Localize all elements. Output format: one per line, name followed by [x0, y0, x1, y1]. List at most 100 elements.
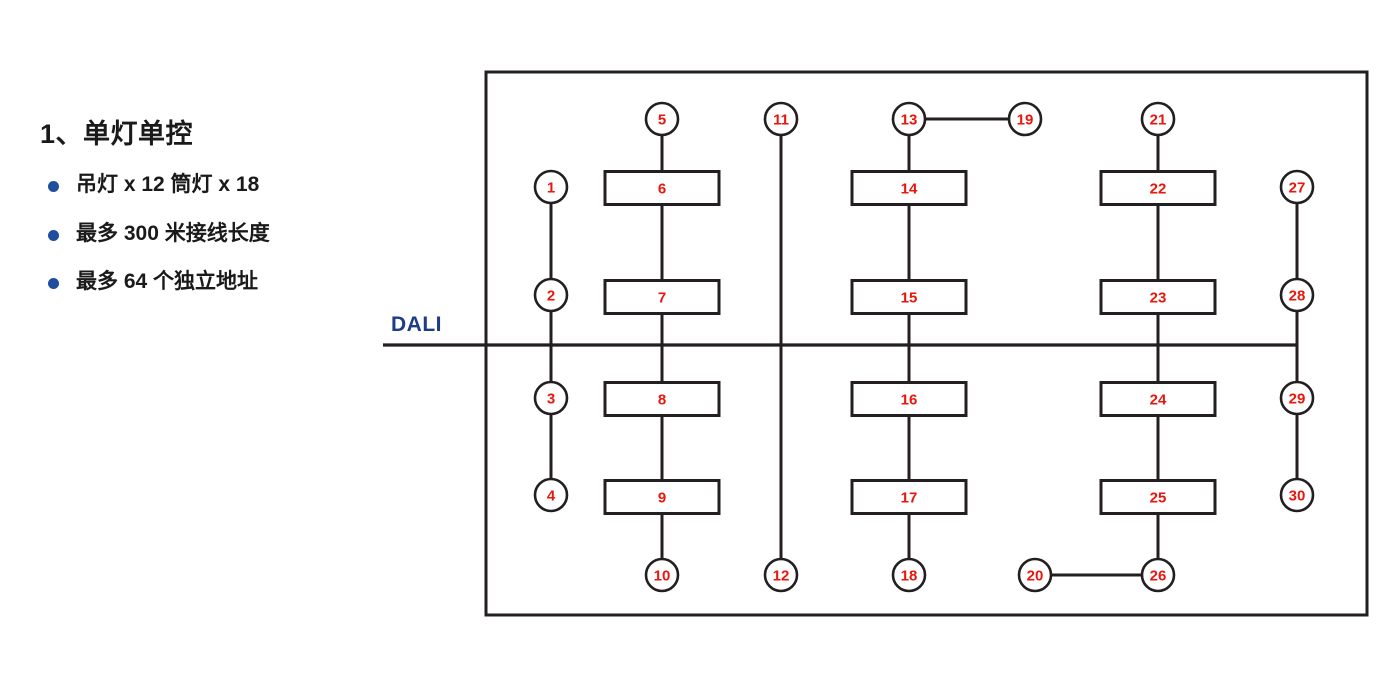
fixture-rect-22[interactable] — [1099, 170, 1217, 206]
node-circle-29[interactable] — [1279, 380, 1315, 416]
fixture-rect-24[interactable] — [1099, 381, 1217, 417]
node-circle-21[interactable] — [1140, 101, 1176, 137]
bullet-icon — [48, 181, 59, 193]
node-18[interactable]: 18 — [891, 557, 927, 593]
fixture-label-17: 17 — [901, 490, 918, 507]
node-8[interactable]: 8 — [603, 381, 721, 417]
node-label-26: 26 — [1150, 568, 1167, 585]
legend-item-label: 吊灯 x 12 筒灯 x 18 — [76, 173, 260, 197]
fixture-rect-6[interactable] — [603, 170, 721, 206]
fixture-rect-16[interactable] — [850, 381, 968, 417]
node-30[interactable]: 30 — [1279, 477, 1315, 513]
node-label-21: 21 — [1150, 112, 1167, 129]
fixture-rect-14[interactable] — [850, 170, 968, 206]
node-16[interactable]: 16 — [850, 381, 968, 417]
node-circle-5[interactable] — [644, 101, 680, 137]
node-29[interactable]: 29 — [1279, 380, 1315, 416]
node-label-10: 10 — [654, 568, 671, 585]
node-circle-30[interactable] — [1279, 477, 1315, 513]
legend-item-label: 最多 64 个独立地址 — [76, 269, 259, 293]
bullet-icon — [48, 277, 59, 289]
node-circle-11[interactable] — [763, 101, 799, 137]
node-label-4: 4 — [547, 488, 556, 505]
fixture-label-15: 15 — [901, 290, 918, 307]
node-17[interactable]: 17 — [850, 479, 968, 515]
fixture-label-7: 7 — [658, 290, 666, 307]
node-3[interactable]: 3 — [533, 380, 569, 416]
node-circle-18[interactable] — [891, 557, 927, 593]
node-circle-19[interactable] — [1007, 101, 1043, 137]
legend-panel: 1、单灯单控 吊灯 x 12 筒灯 x 18 最多 300 米接线长度 最多 6… — [40, 118, 370, 317]
fixture-label-24: 24 — [1150, 392, 1167, 409]
node-13[interactable]: 13 — [891, 101, 927, 137]
fixture-label-16: 16 — [901, 392, 918, 409]
node-25[interactable]: 25 — [1099, 479, 1217, 515]
node-2[interactable]: 2 — [533, 277, 569, 313]
node-circle-13[interactable] — [891, 101, 927, 137]
dali-bus-label: DALI — [391, 313, 442, 336]
fixture-label-22: 22 — [1150, 181, 1167, 198]
node-27[interactable]: 27 — [1279, 169, 1315, 205]
node-label-28: 28 — [1289, 288, 1306, 305]
bullet-icon — [48, 229, 59, 241]
node-10[interactable]: 10 — [644, 557, 680, 593]
node-24[interactable]: 24 — [1099, 381, 1217, 417]
legend-item: 最多 64 个独立地址 — [40, 269, 370, 295]
node-5[interactable]: 5 — [644, 101, 680, 137]
fixture-label-6: 6 — [658, 181, 666, 198]
node-circle-12[interactable] — [763, 557, 799, 593]
node-label-2: 2 — [547, 288, 555, 305]
legend-item: 最多 300 米接线长度 — [40, 221, 370, 247]
fixture-label-14: 14 — [901, 181, 918, 198]
node-label-19: 19 — [1017, 112, 1034, 129]
legend-list: 吊灯 x 12 筒灯 x 18 最多 300 米接线长度 最多 64 个独立地址 — [40, 172, 370, 295]
fixture-rect-15[interactable] — [850, 279, 968, 315]
node-14[interactable]: 14 — [850, 170, 968, 206]
node-28[interactable]: 28 — [1279, 277, 1315, 313]
fixture-label-8: 8 — [658, 392, 666, 409]
node-15[interactable]: 15 — [850, 279, 968, 315]
node-circle-2[interactable] — [533, 277, 569, 313]
node-label-11: 11 — [773, 112, 789, 129]
node-circle-3[interactable] — [533, 380, 569, 416]
fixture-label-25: 25 — [1150, 490, 1167, 507]
node-label-29: 29 — [1289, 391, 1306, 408]
node-12[interactable]: 12 — [763, 557, 799, 593]
node-26[interactable]: 26 — [1140, 557, 1176, 593]
node-label-30: 30 — [1289, 488, 1306, 505]
node-label-18: 18 — [901, 568, 918, 585]
node-label-12: 12 — [773, 568, 790, 585]
fixture-rect-9[interactable] — [603, 479, 721, 515]
node-circle-27[interactable] — [1279, 169, 1315, 205]
node-19[interactable]: 19 — [1007, 101, 1043, 137]
node-20[interactable]: 20 — [1017, 557, 1053, 593]
node-4[interactable]: 4 — [533, 477, 569, 513]
fixture-label-23: 23 — [1150, 290, 1167, 307]
node-circle-4[interactable] — [533, 477, 569, 513]
node-7[interactable]: 7 — [603, 279, 721, 315]
fixture-rect-7[interactable] — [603, 279, 721, 315]
node-1[interactable]: 1 — [533, 169, 569, 205]
node-23[interactable]: 23 — [1099, 279, 1217, 315]
node-22[interactable]: 22 — [1099, 170, 1217, 206]
node-circle-28[interactable] — [1279, 277, 1315, 313]
fixture-rect-23[interactable] — [1099, 279, 1217, 315]
node-9[interactable]: 9 — [603, 479, 721, 515]
node-circle-26[interactable] — [1140, 557, 1176, 593]
node-label-27: 27 — [1289, 180, 1306, 197]
node-21[interactable]: 21 — [1140, 101, 1176, 137]
node-circle-1[interactable] — [533, 169, 569, 205]
legend-item-label: 最多 300 米接线长度 — [76, 221, 270, 245]
legend-item: 吊灯 x 12 筒灯 x 18 — [40, 172, 370, 198]
fixture-rect-8[interactable] — [603, 381, 721, 417]
node-11[interactable]: 11 — [763, 101, 799, 137]
fixture-rect-17[interactable] — [850, 479, 968, 515]
node-6[interactable]: 6 — [603, 170, 721, 206]
fixture-rect-25[interactable] — [1099, 479, 1217, 515]
node-label-20: 20 — [1027, 568, 1044, 585]
node-circle-20[interactable] — [1017, 557, 1053, 593]
node-circle-10[interactable] — [644, 557, 680, 593]
